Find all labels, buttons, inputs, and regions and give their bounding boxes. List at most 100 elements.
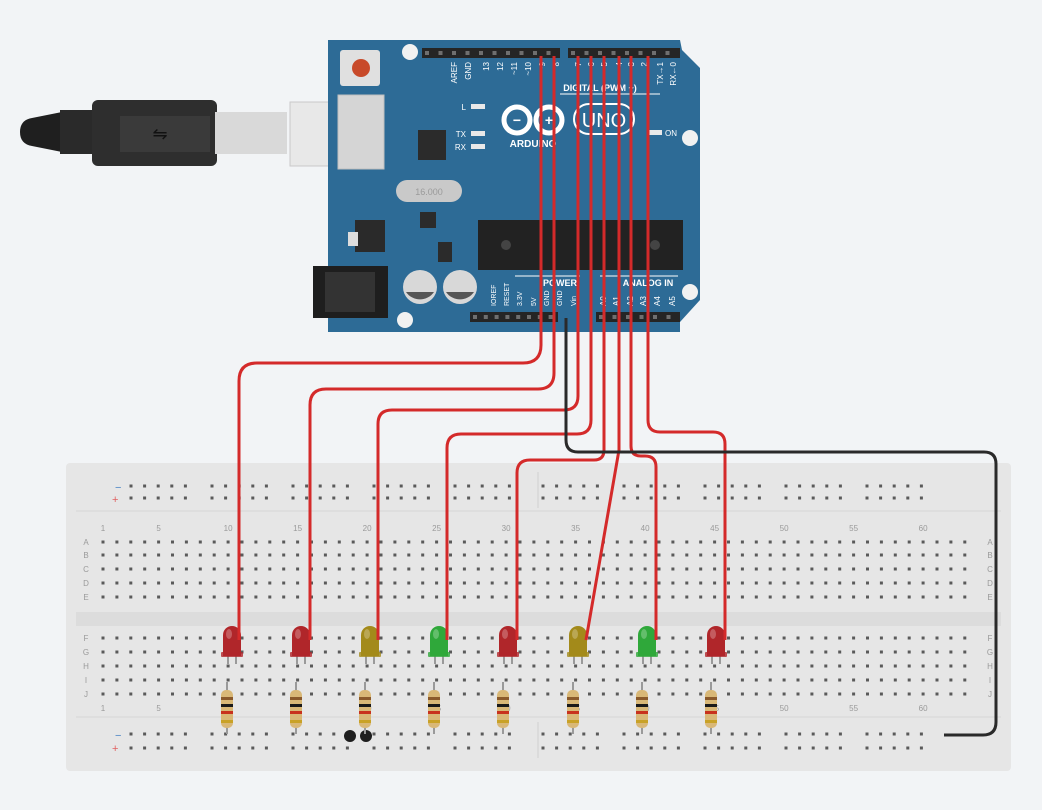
column-number: 45 [710, 524, 719, 533]
center-channel [76, 612, 1001, 626]
row-letter: D [987, 579, 993, 588]
column-number: 55 [849, 524, 858, 533]
row-letter: A [987, 538, 993, 547]
led[interactable] [359, 626, 381, 664]
crystal-label: 16.000 [415, 187, 443, 197]
power-header[interactable] [470, 312, 558, 322]
led[interactable] [497, 626, 519, 664]
analog-pin-label: A1 [612, 296, 621, 306]
svg-text:−: − [513, 112, 521, 128]
column-number: 10 [224, 524, 233, 533]
digital-pin-label: ~10 [524, 61, 533, 75]
column-number: 60 [919, 704, 928, 713]
svg-text:RX: RX [455, 143, 467, 152]
power-pin-label: GND [557, 290, 564, 306]
resistor[interactable] [705, 682, 717, 734]
wire-pin-5[interactable] [515, 56, 606, 640]
digital-header-left[interactable] [422, 48, 560, 58]
digital-pin-label: 12 [496, 61, 505, 70]
wire-pin-7[interactable] [376, 56, 580, 640]
power-pin-label: GND [544, 290, 551, 306]
row-letter: H [987, 662, 993, 671]
digital-pin-label: 8 [552, 61, 561, 66]
analog-pin-label: A5 [668, 296, 677, 306]
power-pin-label: IOREF [491, 285, 498, 306]
wire-pin-9[interactable] [237, 56, 543, 640]
digital-pin-label: ~11 [510, 61, 519, 75]
svg-text:TX: TX [456, 130, 467, 139]
power-pin-label: 3.3V [517, 291, 524, 306]
digital-title: DIGITAL (PWM ~) [563, 83, 636, 93]
digital-header-right[interactable] [568, 48, 680, 58]
led[interactable] [221, 626, 243, 664]
column-number: 5 [156, 524, 161, 533]
row-letter: J [84, 690, 88, 699]
column-number: 15 [293, 524, 302, 533]
power-pin-label: RESET [504, 282, 511, 306]
onboard-leds: L TX RX ON [455, 103, 677, 152]
column-number: 5 [156, 704, 161, 713]
jumper-black-dots [344, 730, 372, 742]
column-number: 40 [641, 524, 650, 533]
analog-pin-label: A3 [639, 296, 648, 306]
analog-pin-label: A4 [653, 296, 662, 306]
breadboard[interactable]: − + − + AABBCCDDEEFFGGHHIIJJ115510101515… [66, 463, 1011, 771]
digital-pin-label: RX←0 [669, 61, 678, 85]
power-pin-label: 5V [531, 297, 538, 306]
brand-label: ARDUINO [510, 139, 557, 150]
column-number: 1 [101, 524, 106, 533]
column-number: 60 [919, 524, 928, 533]
led[interactable] [705, 626, 727, 664]
column-number: 1 [101, 704, 106, 713]
rail-minus-top: − [115, 482, 121, 494]
resistor[interactable] [359, 682, 371, 734]
resistor[interactable] [636, 682, 648, 734]
led[interactable] [290, 626, 312, 664]
rail-plus-top: + [112, 494, 118, 506]
column-number: 25 [432, 524, 441, 533]
row-letter: H [83, 662, 89, 671]
resistor[interactable] [290, 682, 302, 734]
row-letter: B [987, 551, 992, 560]
led[interactable] [636, 626, 658, 664]
row-letter: E [987, 593, 992, 602]
row-letter: D [83, 579, 89, 588]
wire-pin-4[interactable] [584, 56, 621, 641]
wire-pin-2[interactable] [646, 56, 727, 640]
rail-minus-bottom: − [115, 730, 121, 742]
led[interactable] [567, 626, 589, 664]
row-letter: J [988, 690, 992, 699]
wires[interactable] [237, 56, 998, 737]
analog-header[interactable] [596, 312, 680, 322]
row-letter: I [85, 676, 87, 685]
leds[interactable] [221, 626, 727, 664]
wire-gnd[interactable] [564, 318, 998, 737]
resistor[interactable] [567, 682, 579, 734]
digital-pin-label: GND [464, 62, 473, 80]
digital-pin-label: TX→1 [656, 61, 665, 84]
wire-pin-8[interactable] [308, 56, 556, 640]
column-number: 55 [849, 704, 858, 713]
power-title: POWER [543, 278, 578, 288]
wire-pin-6[interactable] [445, 56, 593, 640]
usb-chip [418, 130, 446, 160]
resistor[interactable] [221, 682, 233, 734]
row-letter: B [83, 551, 88, 560]
reset-button[interactable] [352, 59, 370, 77]
arduino-board[interactable]: 16.000 − + UNO ARDUINO L TX RX ON [313, 40, 700, 332]
wire-pin-3[interactable] [629, 56, 658, 640]
usb-cable[interactable]: ⇋ [20, 100, 381, 167]
row-letter: G [83, 648, 89, 657]
row-letter: A [83, 538, 89, 547]
row-letter: G [987, 648, 993, 657]
rail-plus-bottom: + [112, 743, 118, 755]
column-number: 20 [363, 524, 372, 533]
row-letter: C [83, 565, 89, 574]
resistor[interactable] [428, 682, 440, 734]
led[interactable] [428, 626, 450, 664]
svg-text:+: + [545, 112, 553, 128]
row-letter: I [989, 676, 991, 685]
on-label: ON [665, 129, 677, 138]
resistor[interactable] [497, 682, 509, 734]
resistors[interactable] [221, 682, 717, 734]
